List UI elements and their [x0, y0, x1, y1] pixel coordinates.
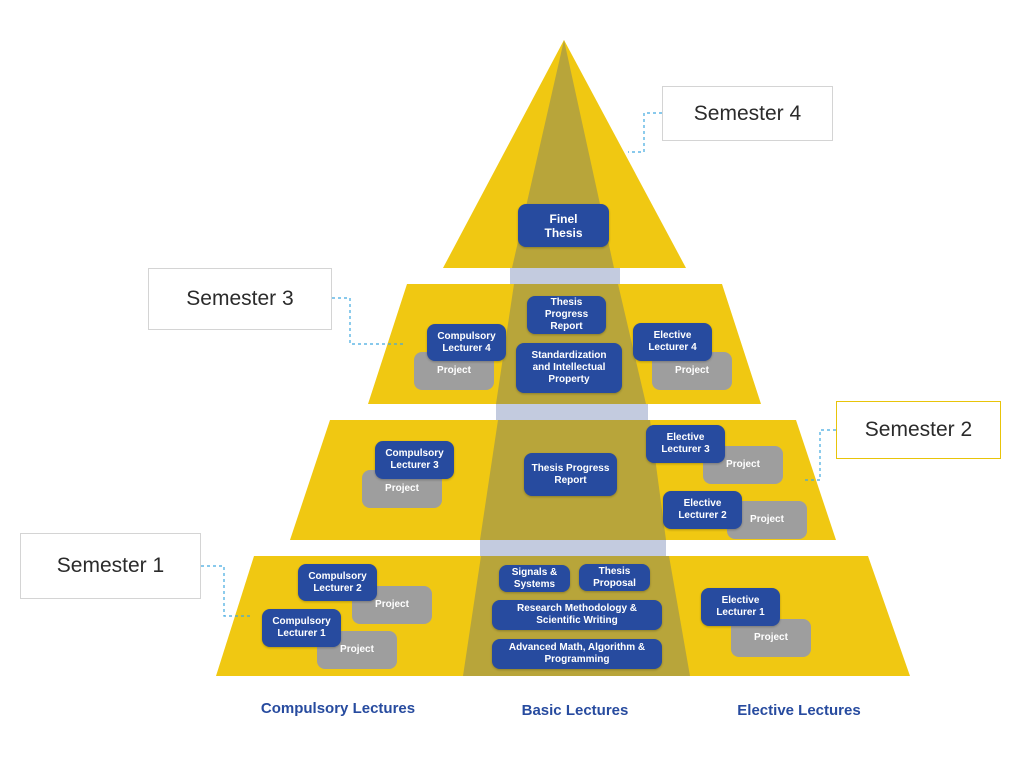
- semester-1-label: Semester 1: [20, 533, 201, 599]
- elective-lecturer-4-box: Elective Lecturer 4: [633, 323, 712, 361]
- advanced-math-box: Advanced Math, Algorithm & Programming: [492, 639, 662, 669]
- compulsory-lecturer-4-box: Compulsory Lecturer 4: [427, 324, 506, 361]
- compulsory-lecturer-3-box: Compulsory Lecturer 3: [375, 441, 454, 479]
- connector-semester-2: [803, 429, 836, 481]
- compulsory-lectures-label: Compulsory Lectures: [260, 700, 416, 717]
- signals-systems-box: Signals & Systems: [499, 565, 570, 592]
- basic-lectures-label: Basic Lectures: [521, 702, 629, 719]
- thesis-proposal-box: Thesis Proposal: [579, 564, 650, 591]
- elective-lecturer-1-box: Elective Lecturer 1: [701, 588, 780, 626]
- tier-gap-4-3: [510, 268, 620, 284]
- semester-3-label: Semester 3: [148, 268, 332, 330]
- compulsory-lecturer-1-box: Compulsory Lecturer 1: [262, 609, 341, 647]
- elective-lecturer-3-box: Elective Lecturer 3: [646, 425, 725, 463]
- research-methodology-box: Research Methodology & Scientific Writin…: [492, 600, 662, 630]
- connector-semester-3: [332, 297, 403, 345]
- connector-semester-1: [201, 565, 252, 617]
- compulsory-lecturer-2-box: Compulsory Lecturer 2: [298, 564, 377, 601]
- elective-lecturer-2-box: Elective Lecturer 2: [663, 491, 742, 529]
- tier-gap-3-2: [496, 404, 648, 420]
- elective-lectures-label: Elective Lectures: [737, 702, 861, 719]
- connector-semester-4: [628, 112, 662, 153]
- semester-2-label: Semester 2: [836, 401, 1001, 459]
- thesis-progress-report-box: Thesis Progress Report: [524, 453, 617, 496]
- thesis-progress-report-box: Thesis Progress Report: [527, 296, 606, 334]
- standardization-ip-box: Standardization and Intellectual Propert…: [516, 343, 622, 393]
- tier-gap-2-1: [480, 540, 666, 556]
- final-thesis-box: Finel Thesis: [518, 204, 609, 247]
- semester-4-label: Semester 4: [662, 86, 833, 141]
